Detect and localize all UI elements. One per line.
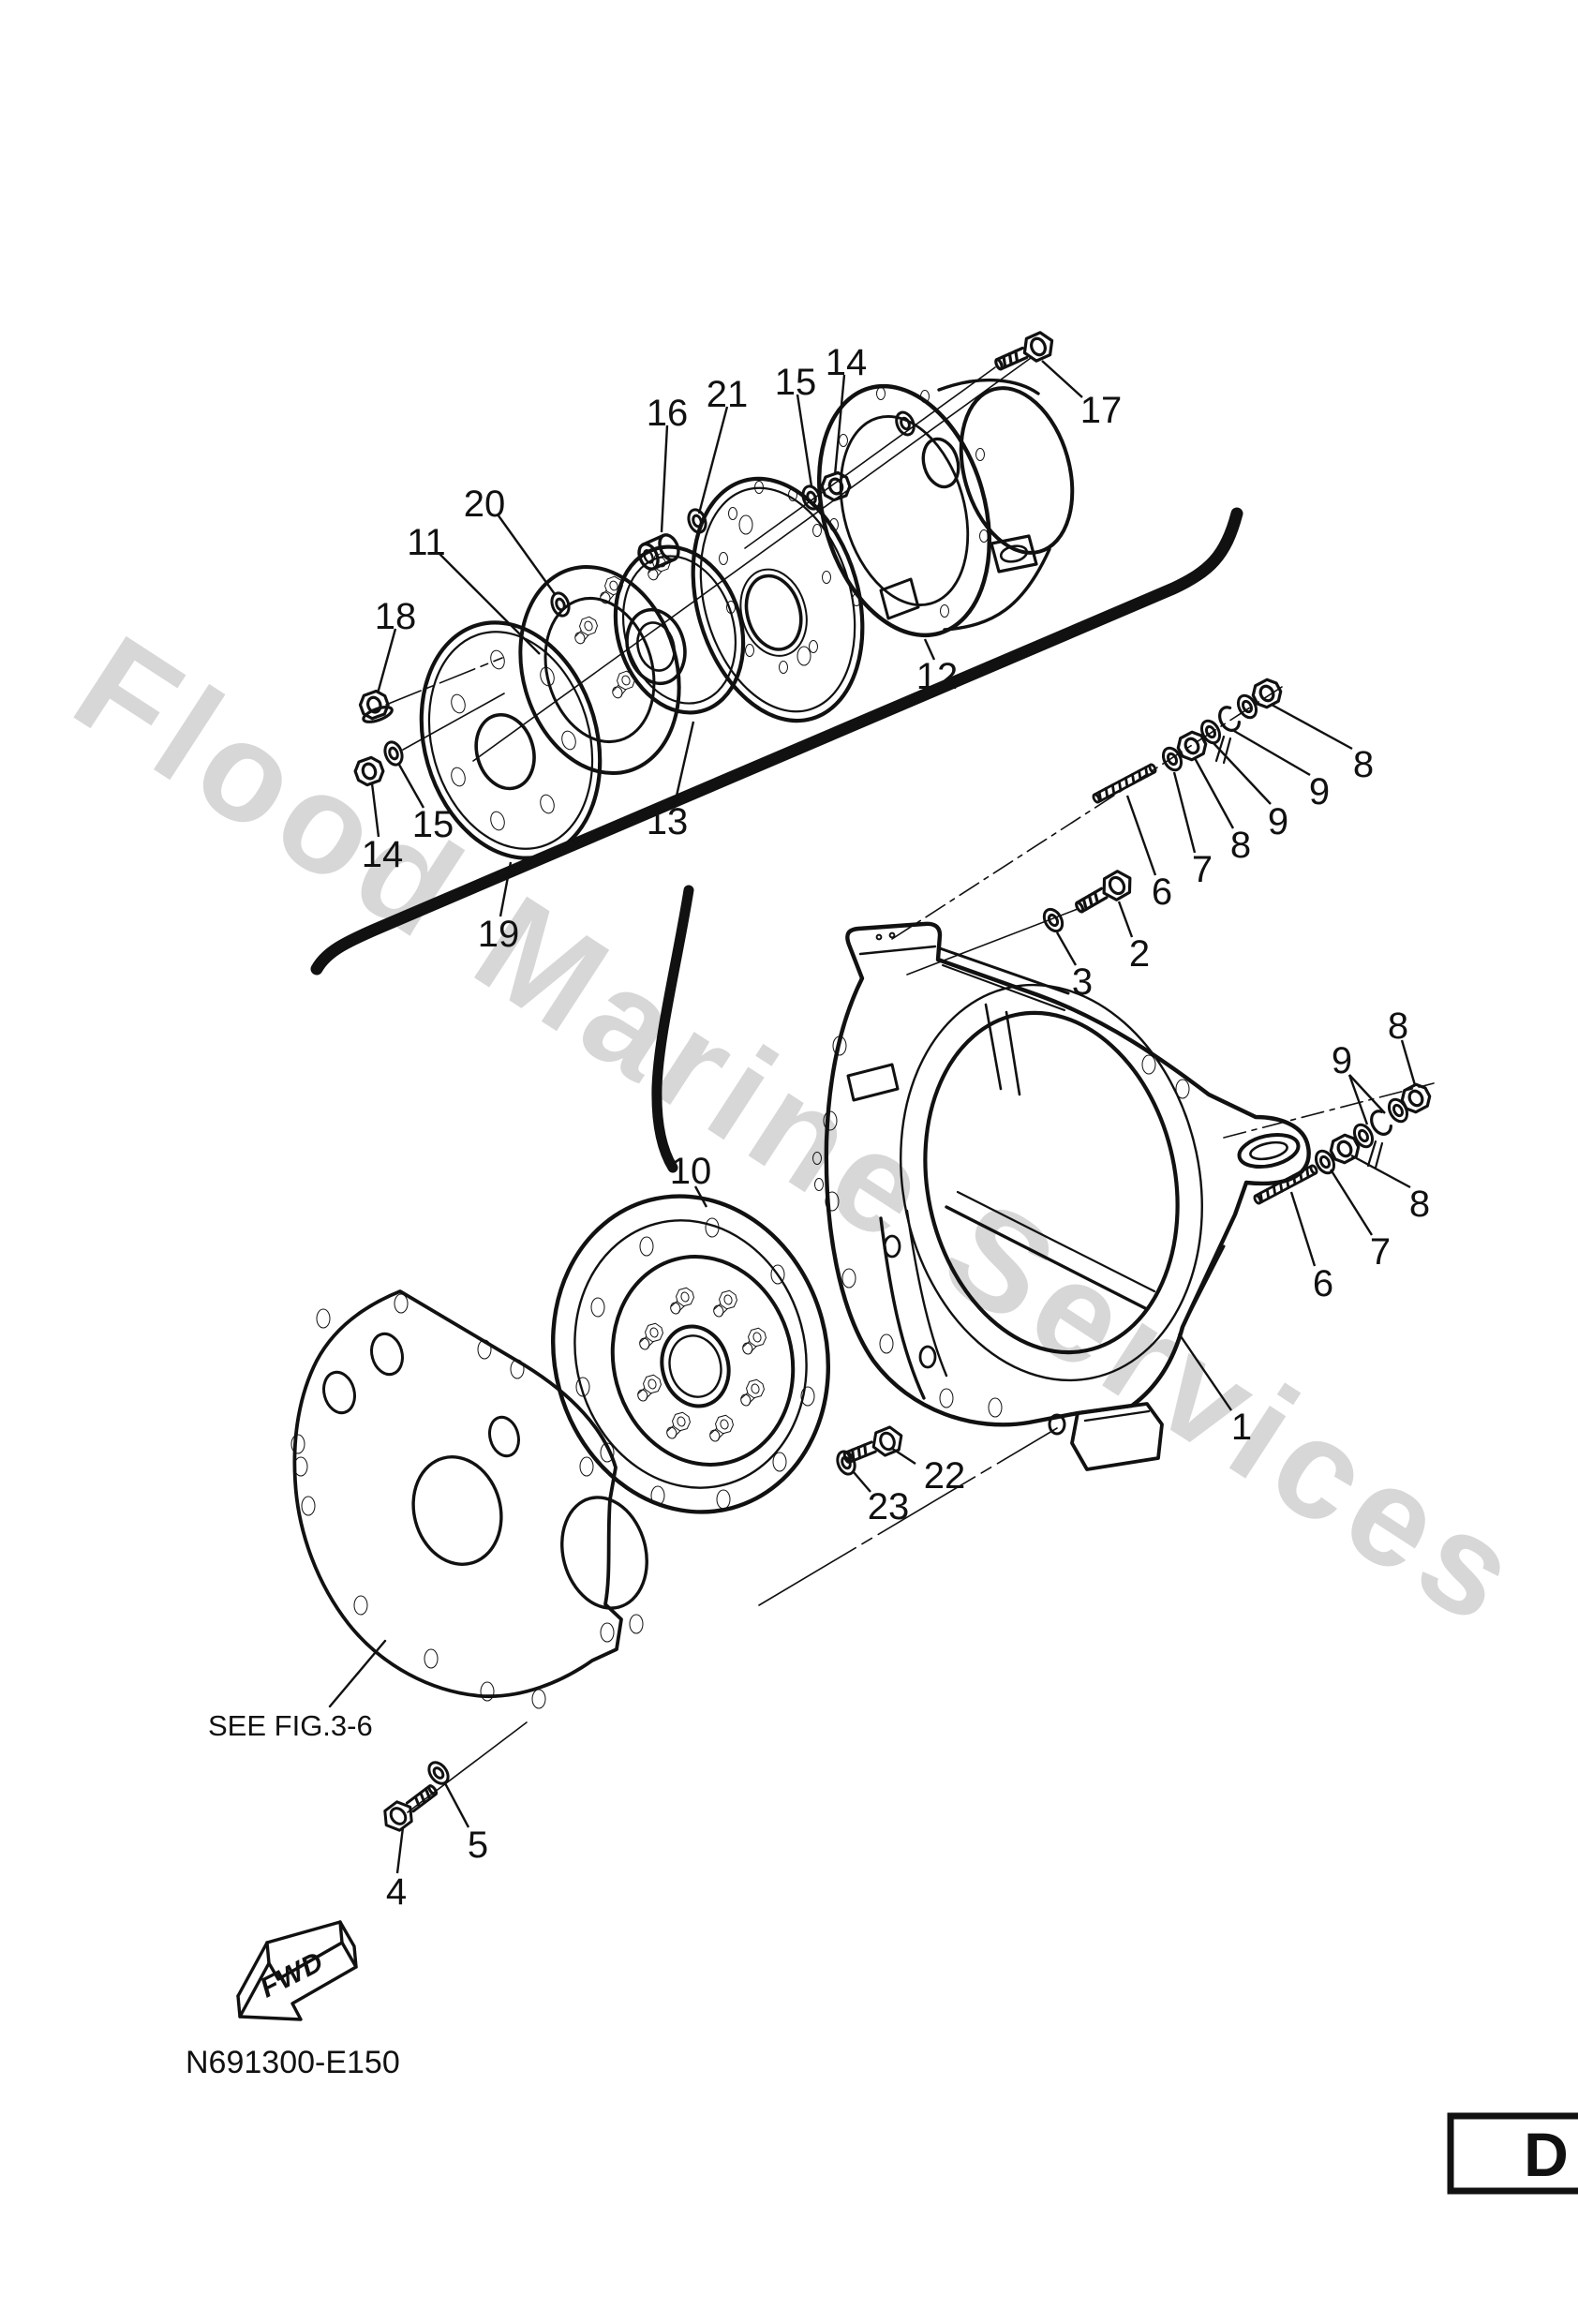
damper-drum-12	[817, 378, 1075, 638]
callout-label: 8	[1409, 1184, 1430, 1225]
callout-label: 17	[1080, 390, 1123, 431]
callout-label: 14	[826, 342, 868, 383]
leader-line	[660, 425, 669, 533]
callout-label: 8	[1353, 744, 1374, 785]
flywheel-housing-1	[812, 921, 1311, 1471]
page-index-letter: D	[1524, 2120, 1569, 2189]
leader-line	[1233, 729, 1311, 777]
callout-label: 1	[1231, 1407, 1252, 1448]
leader-line	[853, 1471, 871, 1493]
bushing-16	[637, 533, 680, 571]
leader-line	[397, 764, 425, 809]
callout-label: 15	[775, 362, 817, 403]
mount-hardware-lower	[1223, 1080, 1436, 1206]
fwd-arrow-icon	[236, 1920, 358, 2021]
watermark-text: Flood Marine Services	[50, 605, 1552, 1657]
callout-label: 2	[1129, 933, 1150, 975]
callout-label: 7	[1192, 849, 1213, 890]
callout-label: 18	[375, 596, 417, 637]
leader-line	[1193, 757, 1235, 829]
nut-14a	[817, 469, 855, 504]
leader-line	[1125, 795, 1157, 876]
callout-label: 9	[1309, 771, 1330, 812]
leader-line	[499, 861, 513, 917]
leader-line	[697, 406, 729, 514]
bolt-2	[1069, 866, 1138, 921]
fwd-arrow-label: FWD	[255, 1946, 329, 2004]
washer-15b	[380, 737, 407, 769]
callout-label: 13	[647, 801, 689, 842]
callout-label: 12	[916, 656, 959, 697]
leader-line	[1348, 1074, 1386, 1114]
upper-assembly	[350, 328, 1075, 860]
ring-20	[547, 588, 573, 620]
page-index-box: D	[1447, 2112, 1578, 2195]
leader-line	[923, 638, 936, 661]
leader-line	[890, 1446, 916, 1466]
callout-label: 10	[670, 1151, 712, 1192]
drive-plate	[691, 476, 865, 723]
leader-line	[1271, 703, 1353, 751]
see-fig-leader	[328, 1639, 387, 1708]
leader-line	[1400, 1039, 1417, 1086]
figure-part-code: N691300-E150	[186, 2045, 400, 2080]
leader-line	[796, 394, 813, 487]
callout-label: 6	[1152, 872, 1172, 913]
callout-label: 11	[407, 522, 446, 563]
leader-line	[673, 721, 695, 805]
leader-line	[438, 552, 541, 655]
callout-label: 15	[412, 804, 454, 845]
callout-label: 23	[868, 1486, 910, 1527]
leader-line	[1041, 360, 1083, 398]
callout-label: 8	[1230, 825, 1251, 866]
divider-swoosh	[310, 507, 1243, 1173]
leader-line	[833, 374, 846, 476]
callout-label: 3	[1072, 961, 1093, 1003]
callout-label: 8	[1388, 1006, 1408, 1047]
leader-line	[1172, 771, 1197, 854]
leader-line	[1178, 1333, 1232, 1411]
leader-line	[1347, 1074, 1369, 1125]
callout-label: 9	[1268, 801, 1288, 842]
nut-18	[354, 686, 395, 727]
callout-label: 6	[1313, 1263, 1333, 1304]
leader-line	[1350, 1154, 1411, 1189]
callout-label: 9	[1332, 1040, 1352, 1081]
leader-line	[370, 782, 380, 838]
callout-label: 5	[468, 1825, 488, 1866]
diagram-line-art	[236, 328, 1436, 2021]
leader-line	[497, 514, 556, 595]
coupling-disc-19	[419, 620, 603, 860]
leader-line	[1055, 931, 1078, 966]
callout-label: 22	[924, 1455, 966, 1497]
leader-line	[443, 1782, 470, 1828]
mount-hardware-upper	[891, 675, 1287, 976]
leader-line	[395, 1826, 405, 1874]
leader-line	[1329, 1169, 1374, 1236]
leader-line	[1213, 742, 1272, 805]
washer-3	[1038, 904, 1068, 936]
leader-line	[693, 1185, 708, 1208]
callout-label: 4	[386, 1871, 407, 1913]
gasket-plate	[290, 1289, 648, 1709]
see-fig-note: SEE FIG.3-6	[208, 1709, 373, 1742]
bolt-4-5	[377, 1721, 528, 1837]
bolt-22-23	[758, 1423, 1058, 1606]
leader-line	[1289, 1191, 1317, 1267]
callout-label: 7	[1370, 1231, 1391, 1273]
callout-label: 19	[478, 914, 520, 955]
leader-line	[376, 628, 397, 694]
callout-label: 20	[464, 484, 506, 525]
bolt-17	[990, 328, 1059, 379]
callout-label: 16	[647, 393, 689, 434]
leader-line	[1117, 901, 1134, 938]
callout-label: 14	[362, 834, 404, 875]
callout-label: 21	[707, 374, 749, 415]
